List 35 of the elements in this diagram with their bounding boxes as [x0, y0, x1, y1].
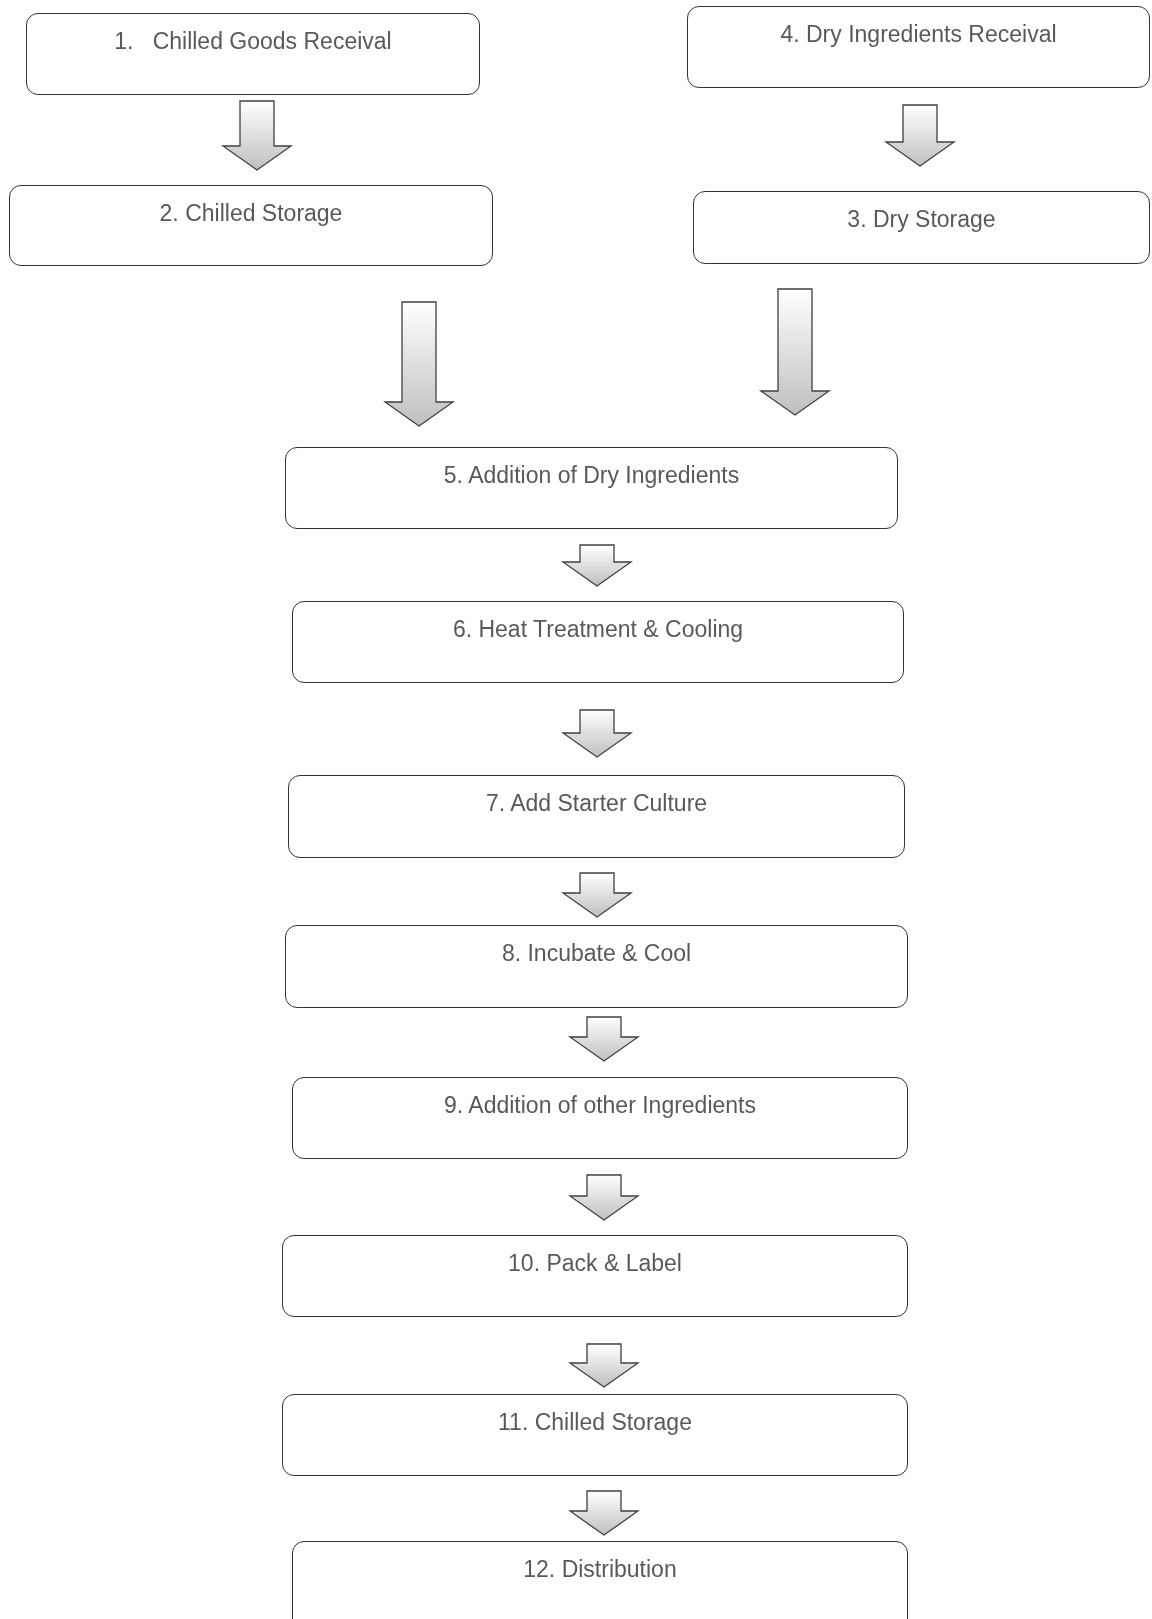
- block-arrow: [382, 301, 456, 427]
- process-box: [693, 191, 1150, 264]
- process-box: [292, 601, 904, 683]
- step-label: 8. Incubate & Cool: [501, 940, 692, 967]
- block-arrow: [560, 709, 634, 758]
- block-arrow: [567, 1016, 641, 1062]
- step-label: 5. Addition of Dry Ingredients: [443, 462, 740, 489]
- process-box: [687, 6, 1150, 88]
- step-label: 10. Pack & Label: [508, 1250, 682, 1277]
- block-arrow: [567, 1343, 641, 1388]
- step-label: 12. Distribution: [523, 1556, 677, 1583]
- step-label: 7. Add Starter Culture: [485, 790, 708, 817]
- process-box: [288, 775, 905, 858]
- process-box: [9, 185, 493, 266]
- process-box: [282, 1394, 908, 1476]
- step-label: 2. Chilled Storage: [159, 200, 343, 227]
- step-label: 3. Dry Storage: [847, 206, 996, 233]
- block-arrow: [567, 1174, 641, 1221]
- block-arrow: [883, 104, 957, 167]
- block-arrow: [567, 1490, 641, 1536]
- block-arrow: [758, 288, 832, 416]
- block-arrow: [560, 544, 634, 587]
- process-box: [282, 1235, 908, 1317]
- step-label: 9. Addition of other Ingredients: [444, 1092, 756, 1119]
- process-box: [285, 447, 898, 529]
- block-arrow: [220, 100, 294, 171]
- process-box: [292, 1541, 908, 1619]
- process-box: [26, 13, 480, 95]
- step-label: 6. Heat Treatment & Cooling: [452, 616, 744, 643]
- step-label: 1. Chilled Goods Receival: [114, 28, 392, 55]
- step-label: 11. Chilled Storage: [498, 1409, 692, 1436]
- process-box: [285, 925, 908, 1008]
- process-box: [292, 1077, 908, 1159]
- block-arrow: [560, 872, 634, 918]
- step-label: 4. Dry Ingredients Receival: [780, 21, 1057, 48]
